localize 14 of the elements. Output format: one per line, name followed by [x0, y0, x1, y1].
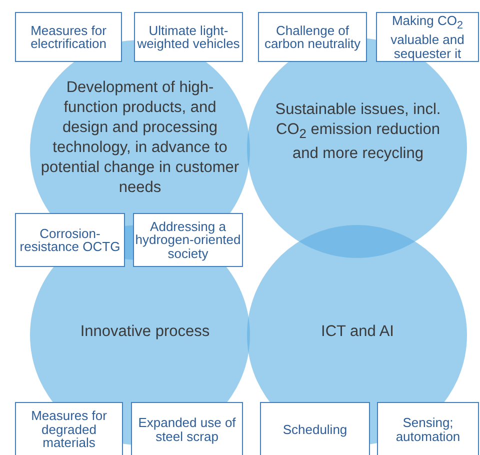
topic-box: Ultimate light-weighted vehicles [134, 12, 243, 62]
topic-box: Challenge of carbon neutrality [258, 12, 367, 62]
topic-box: Scheduling [260, 402, 370, 455]
theme-text: Innovative process [79, 322, 211, 342]
topic-box: Corrosion-resistance OCTG [15, 213, 125, 267]
theme-text: ICT and AI [320, 322, 395, 342]
topic-box: Addressing a hydrogen-oriented society [133, 213, 243, 267]
topic-box: Expanded use of steel scrap [131, 402, 243, 455]
topic-box: Measures for degraded materials [15, 402, 123, 455]
topic-box: Making CO$_{2}$ valuable and sequester it [376, 12, 479, 62]
theme-text: Sustainable issues, incl. CO$_{2}$ emission reduction and more recycling [274, 100, 442, 164]
topic-box: Sensing; automation [377, 402, 479, 455]
topic-box: Measures for electrification [15, 12, 122, 62]
theme-text: Development of high-function products, and design and processing technology, in advance to potential change in customer needs [40, 78, 240, 198]
